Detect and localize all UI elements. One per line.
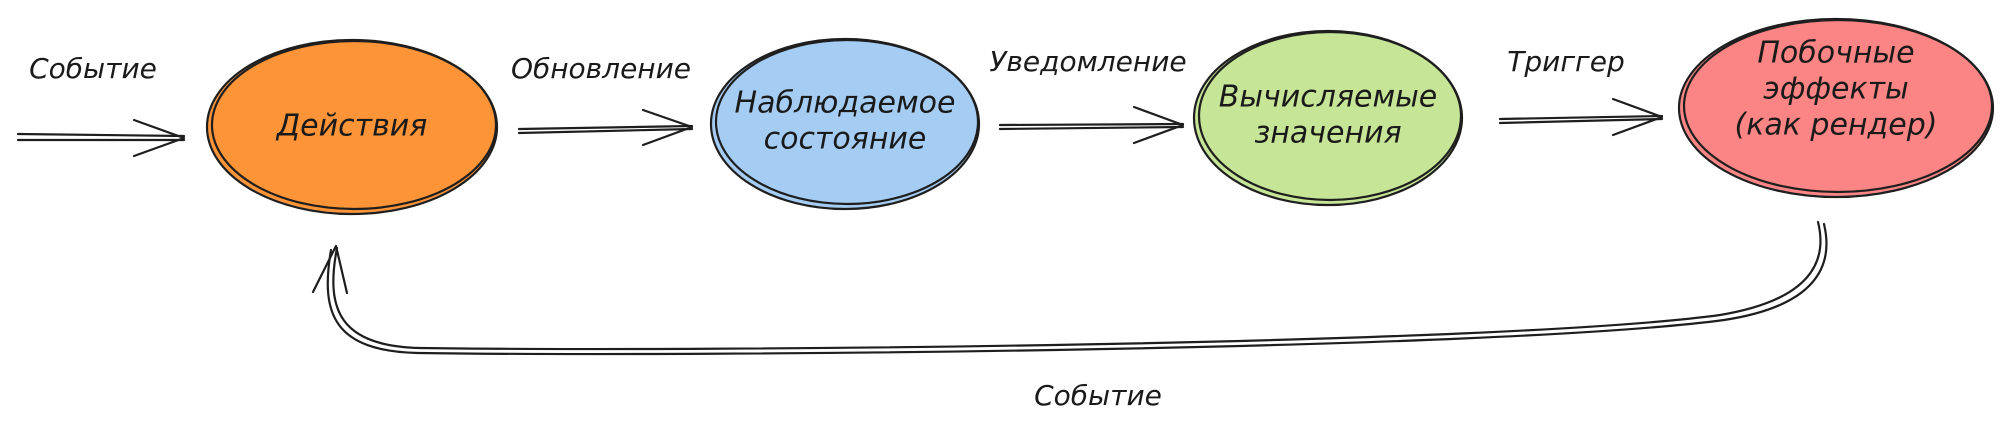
edge-notify-label: Уведомление	[989, 45, 1186, 78]
edge-event-in-line	[16, 132, 186, 138]
node-actions-shape	[208, 41, 496, 213]
edge-trigger-arrowhead	[1611, 97, 1664, 137]
node-computed-values-shape	[1195, 32, 1461, 204]
node-side-effects: Побочные эффекты (как рендер)	[1677, 17, 1995, 199]
node-computed-values-label-line2: значения	[1254, 116, 1401, 151]
edge-notify-line	[998, 122, 1185, 127]
edge-trigger-label: Триггер	[1507, 45, 1625, 78]
node-side-effects-shape	[1680, 20, 1992, 196]
node-actions: Действия	[205, 38, 499, 216]
edge-event-back: Событие	[311, 220, 1828, 412]
edge-event-back-label: Событие	[1034, 379, 1162, 412]
edge-trigger-line	[1498, 114, 1664, 121]
edge-event-back-arrowhead	[311, 244, 349, 295]
edge-update: Обновление	[511, 52, 694, 147]
node-observable-state: Наблюдаемое состояние	[709, 37, 981, 211]
node-observable-state-label-line2: состояние	[764, 122, 927, 157]
node-computed-values: Вычисляемые значения	[1192, 29, 1464, 207]
edge-update-label: Обновление	[511, 52, 691, 85]
node-side-effects-label-line2: эффекты	[1763, 72, 1909, 107]
edge-event-in-label: Событие	[29, 52, 157, 85]
node-side-effects-label-line1: Побочные	[1757, 36, 1914, 71]
node-side-effects-label-line3: (как рендер)	[1735, 108, 1938, 143]
edge-notify-arrowhead	[1132, 105, 1185, 145]
node-actions-label: Действия	[275, 109, 428, 144]
edge-update-line	[517, 124, 694, 131]
node-computed-values-label-line1: Вычисляемые	[1219, 80, 1437, 115]
node-observable-state-shape	[712, 40, 978, 208]
edge-trigger: Триггер	[1498, 45, 1664, 137]
edge-event-in: Событие	[16, 52, 186, 158]
edge-event-back-line	[332, 220, 1822, 351]
edge-notify: Уведомление	[989, 45, 1187, 145]
edge-update-arrowhead	[641, 108, 694, 147]
node-observable-state-label-line1: Наблюдаемое	[735, 86, 956, 121]
edge-event-in-arrowhead	[132, 118, 186, 158]
